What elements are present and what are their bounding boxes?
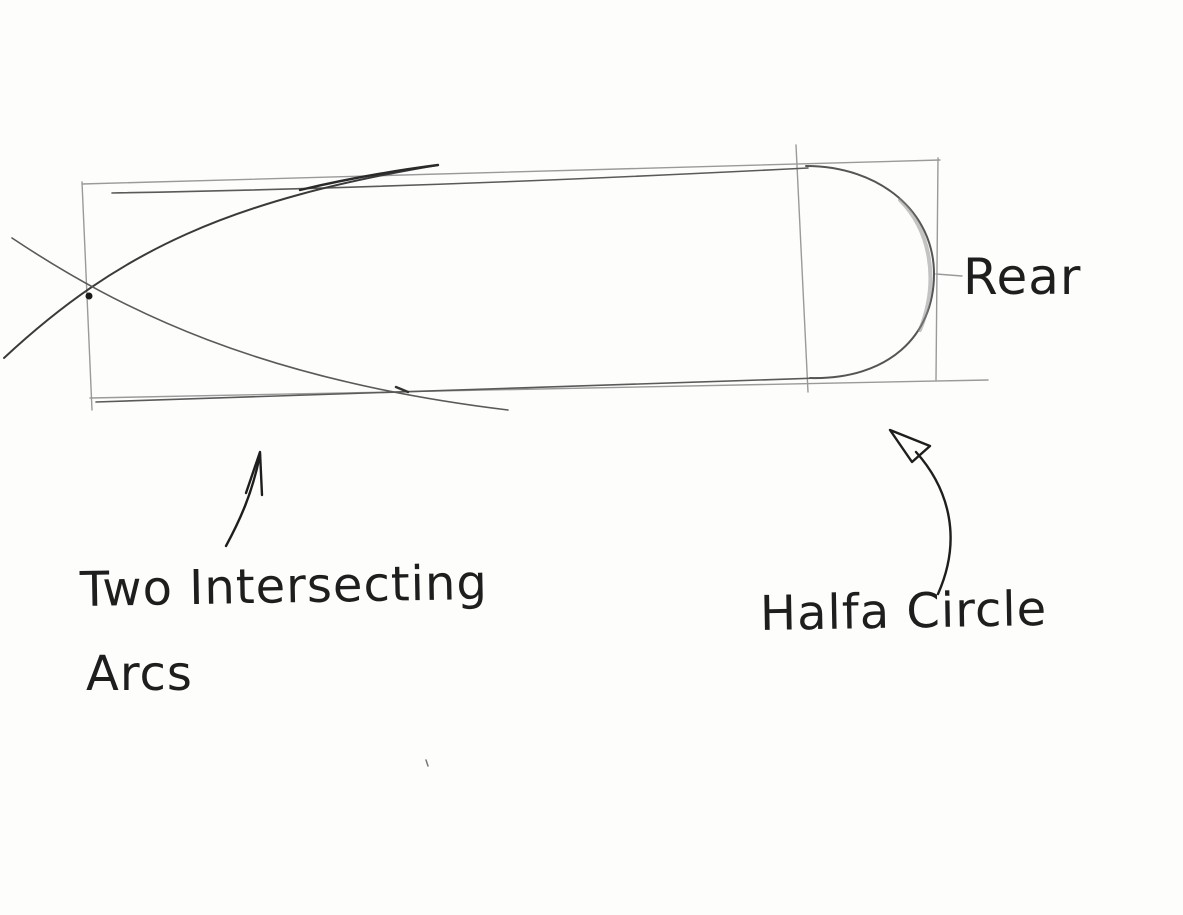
pencil-speck: [425, 759, 429, 767]
arrow-to-arcs: [224, 450, 264, 548]
guide-top-line: [81, 159, 941, 185]
upper-arc: [3, 164, 439, 359]
arrow-half-head: [888, 428, 932, 464]
arrow-half-shaft: [914, 450, 952, 596]
half-circle-label: Halfa Circle: [759, 580, 1048, 642]
arcs-label: Arcs: [86, 646, 193, 702]
guide-rear-tick: [935, 273, 963, 277]
half-circle-shape: [805, 165, 936, 380]
lower-arc: [11, 237, 509, 411]
body-top-edge: [111, 167, 809, 194]
half-circle-arc: [805, 165, 936, 380]
arc-mark: [394, 385, 410, 394]
intersecting-arcs: [3, 163, 509, 411]
guide-half-circle-left: [795, 144, 809, 393]
arrow-arcs-head: [244, 450, 264, 497]
guide-right-line: [935, 157, 939, 381]
half-circle-shading: [898, 198, 933, 332]
arrow-arcs-shaft: [224, 453, 262, 548]
two-intersecting-label: Two Intersecting: [79, 554, 489, 618]
rear-label: Rear: [963, 248, 1082, 306]
arc-intersection-point: [85, 292, 93, 300]
body-outline: [95, 167, 819, 403]
arc-overstroke: [298, 163, 440, 192]
body-bottom-edge: [95, 377, 819, 403]
construction-guides: [81, 144, 989, 411]
guide-bottom-line: [89, 379, 989, 399]
arrow-to-half-circle: [888, 428, 952, 596]
